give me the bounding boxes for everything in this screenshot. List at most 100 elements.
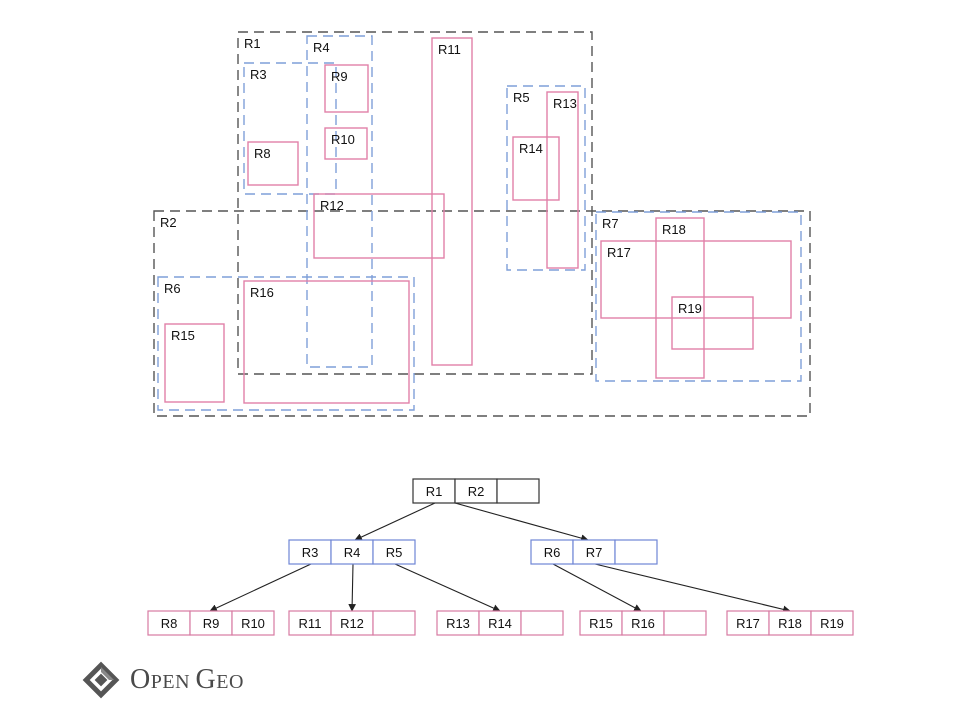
- rect-r17: R17: [600, 240, 792, 319]
- tree-node-r6-node: R15 R16: [579, 610, 707, 636]
- rect-r4: R4: [306, 35, 373, 368]
- node-cell: [614, 539, 658, 565]
- opengeo-logo: OPEN GEO: [80, 658, 244, 702]
- rect-label-r13: R13: [553, 96, 577, 111]
- node-cell: R9: [189, 610, 233, 636]
- opengeo-wordmark: OPEN GEO: [130, 664, 244, 695]
- rect-r8: R8: [247, 141, 299, 186]
- rect-label-r19: R19: [678, 301, 702, 316]
- node-cell: [520, 610, 564, 636]
- rect-r13: R13: [546, 91, 579, 269]
- rect-label-r3: R3: [250, 67, 267, 82]
- rect-r9: R9: [324, 64, 369, 113]
- tree-edge: [209, 563, 312, 612]
- node-cell-label: R9: [203, 616, 220, 631]
- node-cell: R2: [454, 478, 498, 504]
- rect-r15: R15: [164, 323, 225, 403]
- opengeo-diamond-icon: [82, 661, 120, 699]
- rtree-diagram: R1R2R3R4R5R6R7R8R9R10R11R12R13R14R15R16R…: [147, 31, 854, 636]
- node-cell: R11: [288, 610, 332, 636]
- node-cell-label: R13: [446, 616, 470, 631]
- rect-label-r17: R17: [607, 245, 631, 260]
- rect-label-r7: R7: [602, 216, 619, 231]
- tree-edge: [552, 563, 642, 612]
- node-cell: R5: [372, 539, 416, 565]
- rect-label-r14: R14: [519, 141, 543, 156]
- rect-r18: R18: [655, 217, 705, 379]
- rect-r19: R19: [671, 296, 754, 350]
- node-cell: [663, 610, 707, 636]
- rect-label-r5: R5: [513, 90, 530, 105]
- rect-label-r16: R16: [250, 285, 274, 300]
- node-cell-label: R8: [161, 616, 178, 631]
- rect-label-r12: R12: [320, 198, 344, 213]
- rect-r6: R6: [157, 276, 415, 411]
- tree-edge: [594, 563, 791, 614]
- node-cell-label: R3: [302, 545, 319, 560]
- tree-node-root: R1 R2: [412, 478, 540, 504]
- spatial-rectangles: R1R2R3R4R5R6R7R8R9R10R11R12R13R14R15R16R…: [153, 31, 811, 417]
- node-cell-label: R16: [631, 616, 655, 631]
- tree-node-r7-node: R17 R18 R19: [726, 610, 854, 636]
- node-cell-label: R5: [386, 545, 403, 560]
- rect-label-r10: R10: [331, 132, 355, 147]
- node-cell-label: R2: [468, 484, 485, 499]
- node-cell: R10: [231, 610, 275, 636]
- rect-label-r18: R18: [662, 222, 686, 237]
- node-cell-label: R14: [488, 616, 512, 631]
- rect-r1: R1: [237, 31, 593, 375]
- node-cell: R12: [330, 610, 374, 636]
- node-cell-label: R12: [340, 616, 364, 631]
- tree-node-r3-node: R8 R9 R10: [147, 610, 275, 636]
- node-cell: R4: [330, 539, 374, 565]
- rect-label-r15: R15: [171, 328, 195, 343]
- tree-node-r5-node: R13 R14: [436, 610, 564, 636]
- tree-node-r1-node: R3 R4 R5: [288, 539, 416, 565]
- rect-r3: R3: [243, 62, 337, 195]
- rect-r12: R12: [313, 193, 445, 259]
- node-cell-label: R18: [778, 616, 802, 631]
- rect-r2: R2: [153, 210, 811, 417]
- node-cell: R18: [768, 610, 812, 636]
- rect-label-r4: R4: [313, 40, 330, 55]
- rect-label-r9: R9: [331, 69, 348, 84]
- rect-r5: R5: [506, 85, 586, 271]
- tree-edge: [354, 502, 436, 541]
- node-cell: R6: [530, 539, 574, 565]
- rect-label-r2: R2: [160, 215, 177, 230]
- node-cell-label: R4: [344, 545, 361, 560]
- node-cell-label: R19: [820, 616, 844, 631]
- node-cell: R13: [436, 610, 480, 636]
- node-cell-label: R15: [589, 616, 613, 631]
- rect-r11: R11: [431, 37, 473, 366]
- tree-edge: [454, 502, 589, 542]
- node-cell: [372, 610, 416, 636]
- node-cell: R7: [572, 539, 616, 565]
- node-cell: R19: [810, 610, 854, 636]
- rect-label-r11: R11: [438, 42, 461, 57]
- tree-edge: [394, 563, 501, 612]
- node-cell: R16: [621, 610, 665, 636]
- rect-label-r6: R6: [164, 281, 181, 296]
- rect-r7: R7: [595, 211, 802, 382]
- node-cell: R14: [478, 610, 522, 636]
- tree-edges: [209, 502, 791, 614]
- rect-r14: R14: [512, 136, 560, 201]
- node-cell: R15: [579, 610, 623, 636]
- node-cell: R3: [288, 539, 332, 565]
- rect-label-r1: R1: [244, 36, 261, 51]
- node-cell-label: R7: [586, 545, 603, 560]
- node-cell-label: R11: [299, 616, 322, 631]
- rect-label-r8: R8: [254, 146, 271, 161]
- node-cell-label: R17: [736, 616, 760, 631]
- node-cell-label: R6: [544, 545, 561, 560]
- node-cell: [496, 478, 540, 504]
- node-cell-label: R1: [426, 484, 443, 499]
- rect-r10: R10: [324, 127, 368, 160]
- node-cell: R8: [147, 610, 191, 636]
- tree-node-r4-node: R11 R12: [288, 610, 416, 636]
- node-cell: R17: [726, 610, 770, 636]
- node-cell-label: R10: [241, 616, 265, 631]
- node-cell: R1: [412, 478, 456, 504]
